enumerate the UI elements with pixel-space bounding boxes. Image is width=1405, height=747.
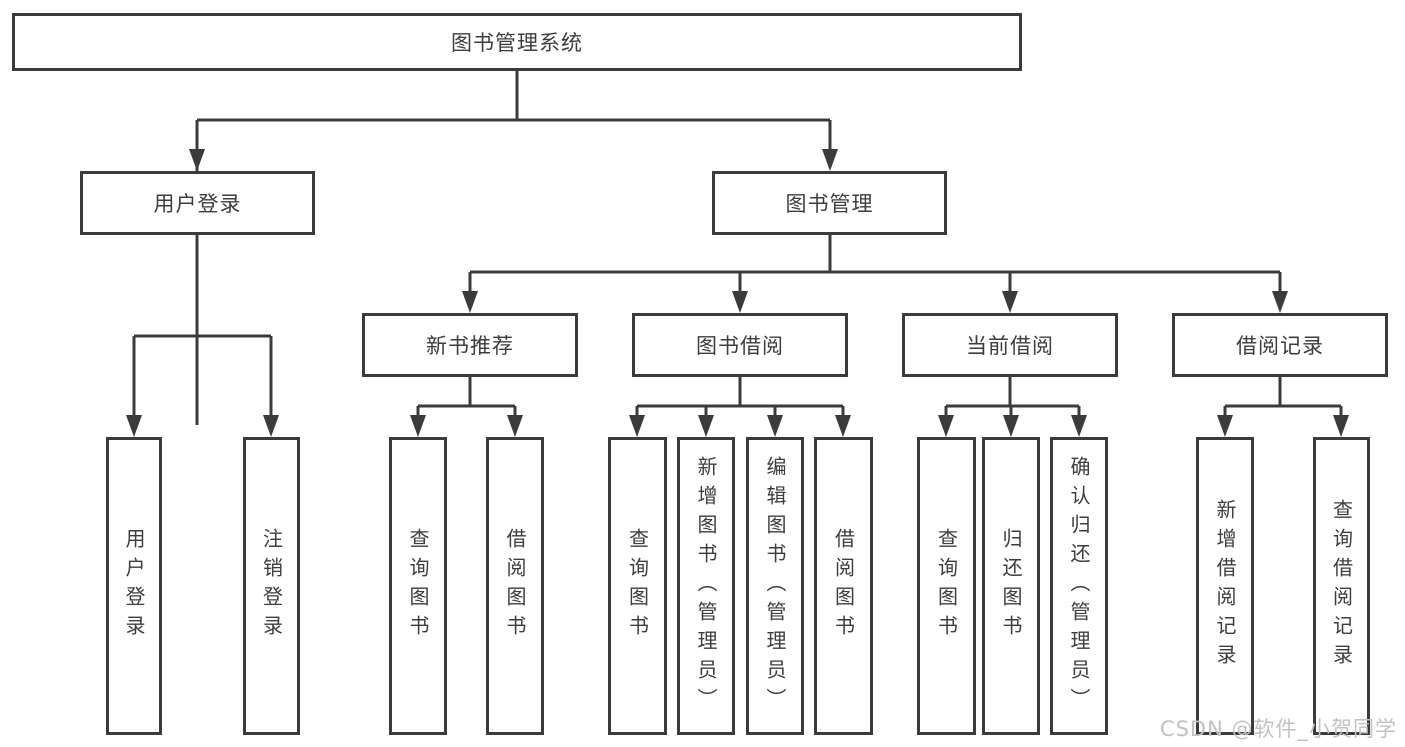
node-label: 查询图书 bbox=[625, 528, 650, 644]
node-label: 新增图书（管理员） bbox=[694, 455, 718, 717]
node-label: 查询图书 bbox=[934, 528, 959, 644]
leaf-query-books-2: 查询图书 bbox=[608, 437, 667, 735]
node-label: 确认归还（管理员） bbox=[1067, 455, 1091, 717]
connector-borrowrecords-to-leaves bbox=[1223, 376, 1343, 425]
node-library-management-system: 图书管理系统 bbox=[12, 13, 1022, 71]
leaf-logout: 注销登录 bbox=[243, 437, 300, 735]
node-borrowing-records: 借阅记录 bbox=[1172, 313, 1388, 377]
leaf-query-borrow-record: 查询借阅记录 bbox=[1313, 437, 1370, 735]
connector-bookmgmt-to-level3 bbox=[468, 270, 1282, 301]
node-label: 注销登录 bbox=[259, 528, 284, 644]
connector-bookborrow-to-leaves bbox=[635, 376, 845, 425]
node-label: 用户登录 bbox=[153, 192, 242, 216]
connector-currentborrow-to-leaves bbox=[944, 376, 1081, 425]
leaf-query-books-1: 查询图书 bbox=[389, 437, 447, 735]
node-label: 归还图书 bbox=[999, 528, 1023, 644]
node-label: 编辑图书（管理员） bbox=[763, 455, 787, 717]
node-book-management: 图书管理 bbox=[712, 171, 947, 235]
node-label: 当前借阅 bbox=[966, 334, 1054, 358]
node-label: 图书管理 bbox=[785, 192, 874, 216]
node-book-borrowing: 图书借阅 bbox=[632, 313, 848, 377]
connector-userlogin-to-leaves bbox=[132, 334, 273, 425]
watermark: CSDN @软件_小贺同学 bbox=[1159, 717, 1397, 741]
node-label: 借阅记录 bbox=[1236, 334, 1324, 358]
leaf-user-login: 用户登录 bbox=[106, 437, 162, 735]
node-label: 新增借阅记录 bbox=[1213, 499, 1237, 673]
leaf-borrow-books-1: 借阅图书 bbox=[486, 437, 544, 735]
node-label: 用户登录 bbox=[122, 528, 146, 644]
node-new-book-recommend: 新书推荐 bbox=[362, 313, 578, 377]
node-label: 借阅图书 bbox=[503, 528, 527, 644]
node-label: 新书推荐 bbox=[426, 334, 514, 358]
node-label: 借阅图书 bbox=[831, 528, 856, 644]
leaf-borrow-books-2: 借阅图书 bbox=[814, 437, 873, 735]
node-label: 查询图书 bbox=[406, 528, 430, 644]
leaf-add-book-admin: 新增图书（管理员） bbox=[677, 437, 735, 735]
node-user-login-branch: 用户登录 bbox=[80, 171, 315, 235]
leaf-add-borrow-record: 新增借阅记录 bbox=[1196, 437, 1254, 735]
node-label: 查询借阅记录 bbox=[1329, 499, 1354, 673]
leaf-confirm-return-admin: 确认归还（管理员） bbox=[1050, 437, 1108, 735]
node-current-borrowing: 当前借阅 bbox=[902, 313, 1118, 377]
leaf-edit-book-admin: 编辑图书（管理员） bbox=[746, 437, 804, 735]
leaf-query-books-3: 查询图书 bbox=[917, 437, 976, 735]
node-label: 图书借阅 bbox=[696, 334, 784, 358]
leaf-return-book: 归还图书 bbox=[982, 437, 1040, 735]
connector-newbooks-to-leaves bbox=[416, 376, 517, 425]
node-label: 图书管理系统 bbox=[451, 31, 583, 55]
